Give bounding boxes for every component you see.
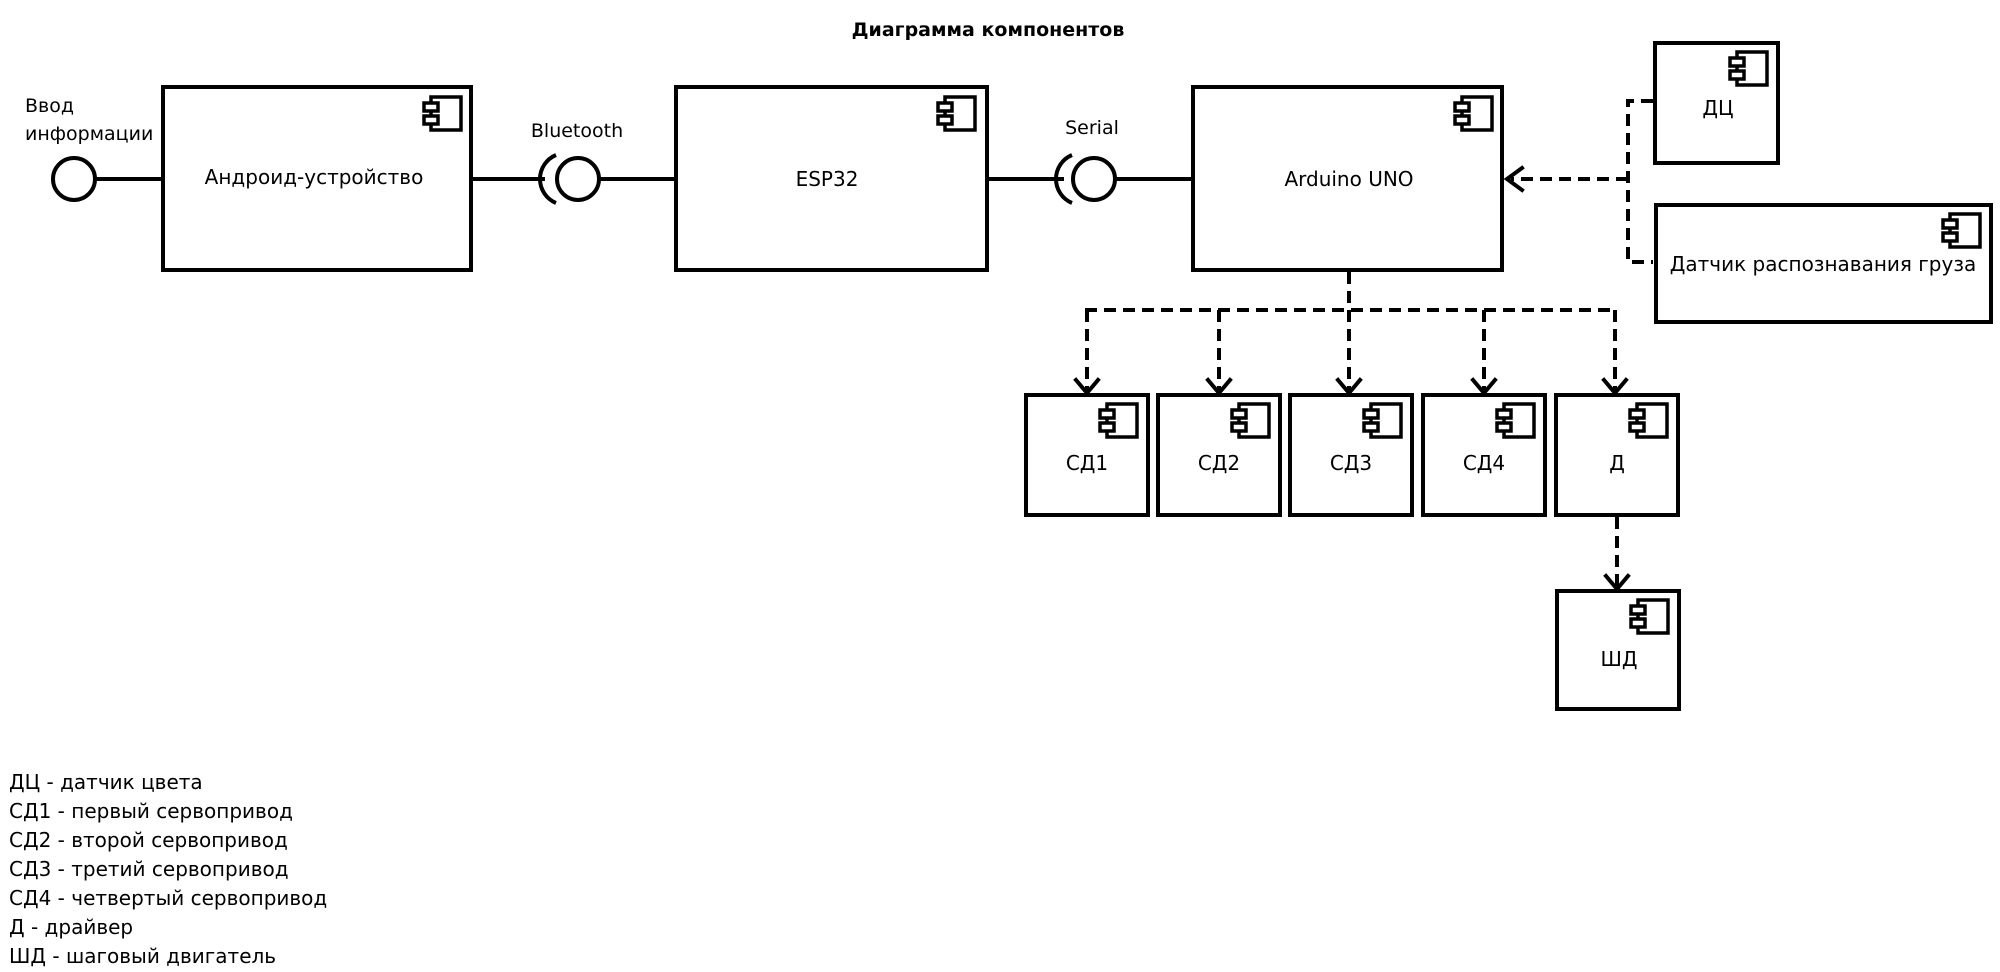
component-icon bbox=[1728, 50, 1769, 87]
input-interface-icon bbox=[51, 156, 97, 202]
actor-label-line1: Ввод bbox=[25, 95, 74, 117]
serial-lollipop-icon bbox=[1071, 156, 1117, 202]
component-icon bbox=[1230, 402, 1271, 439]
legend-item: СД4 - четвертый сервопривод bbox=[9, 886, 328, 910]
bluetooth-label: Bluetooth bbox=[531, 120, 623, 142]
bluetooth-socket-icon bbox=[538, 153, 557, 205]
component-dc-label: ДЦ bbox=[1702, 96, 1733, 120]
component-icon bbox=[1628, 402, 1669, 439]
component-icon bbox=[422, 95, 463, 132]
component-android-label: Андроид-устройство bbox=[205, 165, 424, 189]
actor-label-line2: информации bbox=[25, 123, 153, 145]
component-driver-label: Д bbox=[1609, 451, 1625, 475]
component-arduino[interactable]: Arduino UNO bbox=[1191, 85, 1504, 272]
serial-label: Serial bbox=[1065, 117, 1119, 139]
component-stepper-label: ШД bbox=[1600, 647, 1637, 671]
component-sd3[interactable]: СД3 bbox=[1288, 393, 1414, 517]
component-load-sensor[interactable]: Датчик распознавания груза bbox=[1654, 203, 1993, 324]
component-arduino-label: Arduino UNO bbox=[1284, 167, 1413, 191]
component-icon bbox=[1098, 402, 1139, 439]
component-sd3-label: СД3 bbox=[1330, 451, 1372, 475]
component-sd4-label: СД4 bbox=[1463, 451, 1505, 475]
serial-socket-icon bbox=[1054, 153, 1073, 205]
legend-item: СД2 - второй сервопривод bbox=[9, 828, 288, 852]
legend-item: Д - драйвер bbox=[9, 915, 134, 939]
component-icon bbox=[936, 95, 977, 132]
legend-item: СД3 - третий сервопривод bbox=[9, 857, 289, 881]
component-dc[interactable]: ДЦ bbox=[1653, 41, 1780, 165]
bluetooth-lollipop-icon bbox=[555, 156, 601, 202]
component-driver[interactable]: Д bbox=[1554, 393, 1680, 517]
component-sd2[interactable]: СД2 bbox=[1156, 393, 1282, 517]
component-icon bbox=[1629, 598, 1670, 635]
legend: ДЦ - датчик цвета СД1 - первый сервоприв… bbox=[9, 768, 327, 971]
component-icon bbox=[1941, 212, 1982, 249]
component-esp32[interactable]: ESP32 bbox=[674, 85, 989, 272]
component-sd4[interactable]: СД4 bbox=[1421, 393, 1547, 517]
component-stepper[interactable]: ШД bbox=[1555, 589, 1681, 711]
arrow-head-icon bbox=[1503, 165, 1525, 193]
component-icon bbox=[1362, 402, 1403, 439]
component-sd2-label: СД2 bbox=[1198, 451, 1240, 475]
legend-item: ШД - шаговый двигатель bbox=[9, 944, 277, 968]
component-icon bbox=[1495, 402, 1536, 439]
diagram-title: Диаграмма компонентов bbox=[852, 19, 1125, 41]
component-icon bbox=[1453, 95, 1494, 132]
legend-item: ДЦ - датчик цвета bbox=[9, 770, 203, 794]
component-android[interactable]: Андроид-устройство bbox=[161, 85, 473, 272]
component-load-sensor-label: Датчик распознавания груза bbox=[1670, 252, 1976, 276]
component-sd1-label: СД1 bbox=[1066, 451, 1108, 475]
component-esp32-label: ESP32 bbox=[796, 167, 859, 191]
component-sd1[interactable]: СД1 bbox=[1024, 393, 1150, 517]
legend-item: СД1 - первый сервопривод bbox=[9, 799, 293, 823]
